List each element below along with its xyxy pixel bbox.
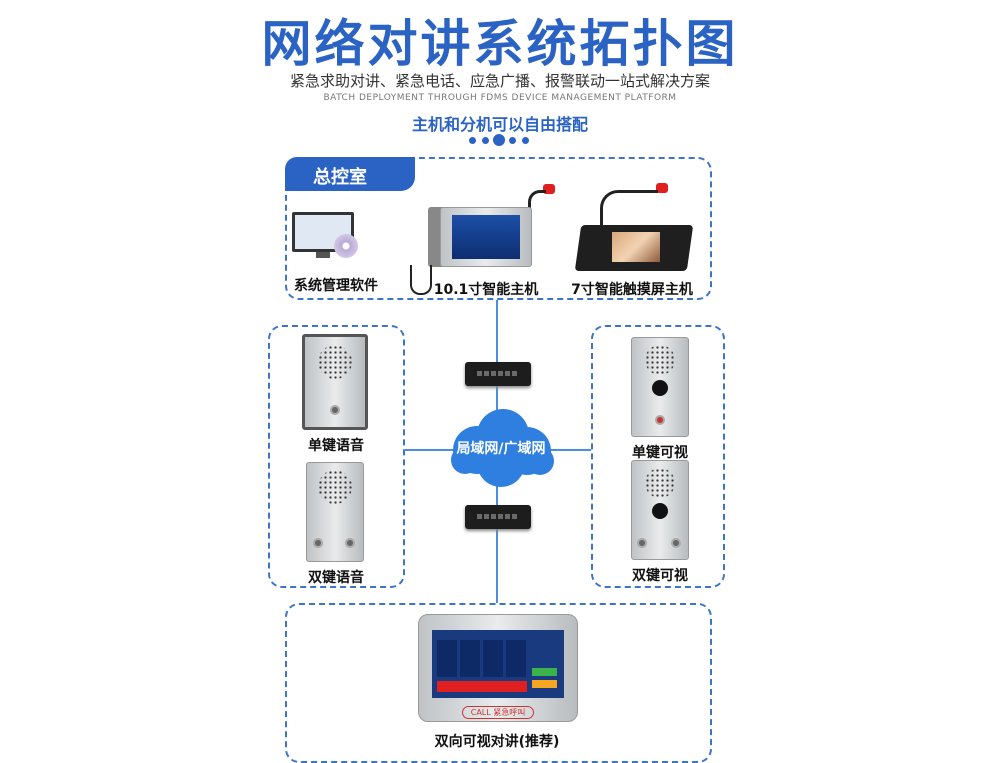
- left-group-box: [268, 325, 405, 588]
- control-room-title: 总控室: [285, 157, 415, 191]
- label-double-key-video: 双键可视: [632, 568, 688, 584]
- cloud-icon: [451, 409, 554, 487]
- network-label: 局域网/广域网: [456, 441, 546, 457]
- call-text: CALL: [470, 708, 491, 717]
- network-switch-icon: [465, 362, 531, 386]
- page-title: 网络对讲系统拓扑图: [261, 15, 739, 73]
- label-single-key-voice: 单键语音: [308, 438, 364, 454]
- emergency-call-text: 紧急呼叫: [493, 708, 526, 717]
- label-host-10-inch: 10.1寸智能主机: [433, 282, 539, 298]
- network-switch-icon: [465, 505, 531, 529]
- tagline: 主机和分机可以自由搭配: [411, 115, 588, 134]
- label-double-key-voice: 双键语音: [308, 570, 364, 586]
- label-single-key-video: 单键可视: [632, 445, 688, 461]
- subtitle-en: BATCH DEPLOYMENT THROUGH FDMS DEVICE MAN…: [323, 93, 677, 103]
- label-two-way-video-intercom: 双向可视对讲(推荐): [434, 734, 560, 750]
- control-room-box: [285, 157, 712, 300]
- label-management-software: 系统管理软件: [294, 278, 378, 294]
- label-host-7-inch: 7寸智能触摸屏主机: [571, 282, 693, 298]
- subtitle: 紧急求助对讲、紧急电话、应急广播、报警联动一站式解决方案: [289, 72, 710, 90]
- right-group-box: [591, 325, 725, 588]
